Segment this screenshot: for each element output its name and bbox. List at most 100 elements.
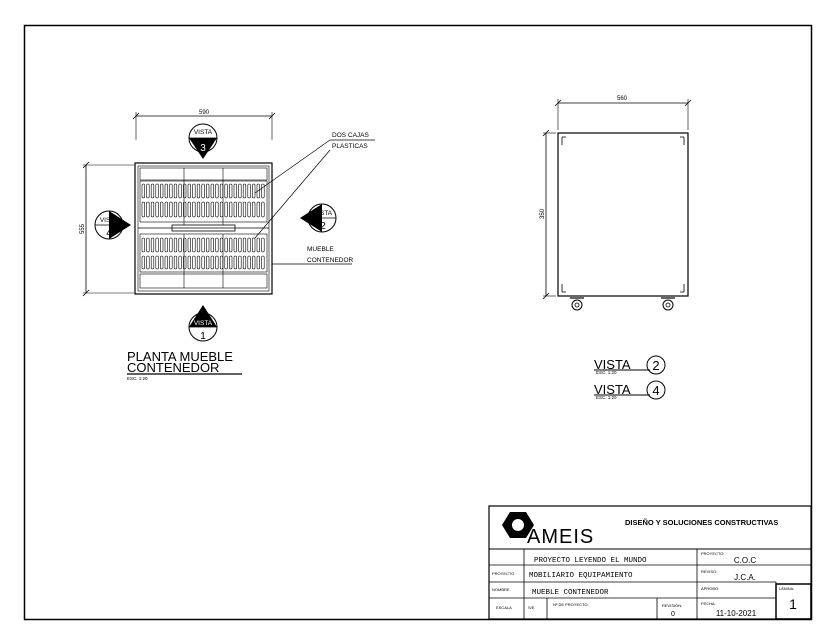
tb-fecha-value: 11-10-2021 [716,609,757,618]
box-slot [187,183,191,199]
box-slot [210,255,214,270]
box-slot [261,183,265,199]
tb-escala-label: ESCALA [496,605,512,610]
box-slot [206,255,210,270]
box-slot [192,237,196,253]
box-slot [215,201,219,218]
view-a-label: VISTA [594,357,631,372]
box-slot [173,255,178,270]
box-slot [169,183,173,199]
caster-wheel-right [661,297,675,311]
box-slot [141,237,145,253]
box-slot [141,201,145,218]
box-slot [242,237,247,253]
box-slot [252,237,256,253]
box-slot [215,255,219,270]
box-slot [210,201,214,218]
box-slot [146,237,150,253]
tb-proyecto-label2: PROYECTO: [701,551,725,556]
box-slot [187,201,191,218]
box-slot [247,201,251,218]
box-slot [219,183,224,199]
view-a-number: 2 [652,358,659,373]
box-slot [160,183,164,199]
tb-revision-value: 0 [671,611,675,618]
box-slot [233,237,237,253]
tb-num-proyecto-label: Nº DE PROYECTO: [553,602,589,607]
box-slot [210,183,214,199]
tb-proyecto-value: MOBILIARIO EQUIPAMIENTO [529,572,633,580]
box-slot [247,237,251,253]
box-slot [229,201,233,218]
tb-fecha-label: FECHA: [701,601,716,606]
box-slot [141,255,145,270]
svg-text:VISTA: VISTA [194,129,213,136]
box-slot [206,237,210,253]
label-contenedor: CONTENEDOR [307,257,354,264]
view-b-label: VISTA [594,382,631,397]
box-slot [183,201,187,218]
box-slot [196,237,201,253]
plan-view: 590 555 DOS CAJAS PLASTICAS [80,110,375,381]
box-slot [183,183,187,199]
tb-proyecto-value2: C.O.C [734,556,756,565]
label-plasticas: PLASTICAS [332,143,368,150]
box-slot [173,183,178,199]
box-slot [160,255,164,270]
box-slot [183,237,187,253]
box-slot [150,201,155,218]
box-slot [164,255,168,270]
box-slot [192,183,196,199]
box-slot [247,183,251,199]
box-slot [160,201,164,218]
caster-wheel-left [570,297,584,311]
svg-text:3: 3 [200,143,206,154]
box-slot [192,201,196,218]
box-slot [178,201,182,218]
plan-title-line1: PLANTA MUEBLE [127,349,233,364]
box-slot [178,255,182,270]
box-slot [150,255,155,270]
box-slot [155,201,159,218]
title-block: AMEIS DISEÑO Y SOLUCIONES CONSTRUCTIVAS … [488,505,812,620]
svg-text:1: 1 [200,331,206,342]
box-slot [219,255,224,270]
box-slot [224,201,228,218]
box-slot [229,255,233,270]
box-slot [155,255,159,270]
vista-marker-4: VISTA 4 [94,210,131,240]
box-slot [256,255,260,270]
box-slot [261,255,265,270]
box-slot [256,201,260,218]
label-dos-cajas: DOS CAJAS [332,132,370,139]
cabinet-elevation-outline [557,132,689,297]
handle [171,224,236,232]
box-slot [219,201,224,218]
tb-project-name: PROYECTO LEYENDO EL MUNDO [534,557,647,565]
tb-reviso-label: REVISO: [701,569,717,574]
box-slot [224,183,228,199]
box-slot [261,201,265,218]
box-slot [169,255,173,270]
box-slot [233,255,237,270]
box-slot [242,255,247,270]
tb-revision-label: REVISIÓN: [662,603,682,608]
box-slot [196,183,201,199]
box-slot [224,237,228,253]
tb-aprobo-label: APROBO: [701,586,719,591]
box-slot [242,183,247,199]
vista-marker-2: VISTA 2 [300,203,337,233]
box-slot [141,183,145,199]
box-slot [146,183,150,199]
box-slot [233,183,237,199]
ameis-logo: AMEIS [502,512,593,548]
vista-marker-3: VISTA 3 [188,123,218,159]
elev-dim-width: 560 [617,96,628,102]
plan-scale: ESC. 1:20 [127,376,148,381]
box-slot [169,201,173,218]
box-slot [252,183,256,199]
box-slot [210,237,214,253]
box-slot [206,201,210,218]
tb-lamina-value: 1 [789,596,797,612]
